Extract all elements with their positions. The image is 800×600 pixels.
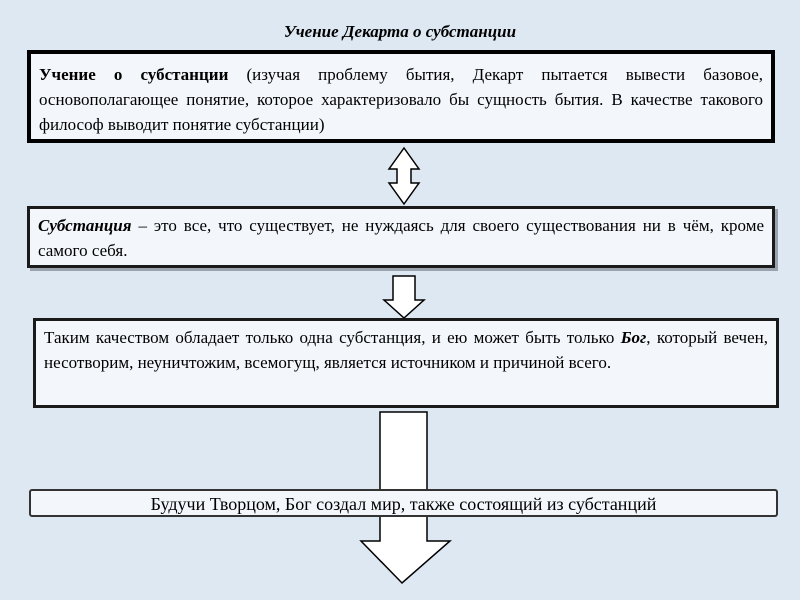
down-arrow-icon xyxy=(382,275,426,320)
substance-definition-text: – это все, что существует, не нуждаясь д… xyxy=(38,216,764,260)
creator-box: Будучи Творцом, Бог создал мир, также со… xyxy=(29,489,778,517)
god-term: Бог xyxy=(620,328,647,347)
substance-definition-term: Субстанция xyxy=(38,216,132,235)
god-substance-text-1: Таким качеством обладает только одна суб… xyxy=(44,328,621,347)
substance-doctrine-box: Учение о субстанции (изучая проблему быт… xyxy=(27,50,775,143)
creator-text: Будучи Творцом, Бог создал мир, также со… xyxy=(150,494,657,514)
substance-doctrine-term: Учение о субстанции xyxy=(39,65,229,84)
substance-doctrine-text: (изучая проблему бытия, Декарт пытается … xyxy=(39,65,764,134)
god-substance-box: Таким качеством обладает только одна суб… xyxy=(33,318,779,408)
god-substance-text-2: , который вечен, несотворим, неуничтожим… xyxy=(44,328,768,372)
diagram-title: Учение Декарта о субстанции xyxy=(283,22,517,41)
double-arrow-icon xyxy=(387,146,421,206)
substance-definition-box: Субстанция – это все, что существует, не… xyxy=(27,206,775,268)
